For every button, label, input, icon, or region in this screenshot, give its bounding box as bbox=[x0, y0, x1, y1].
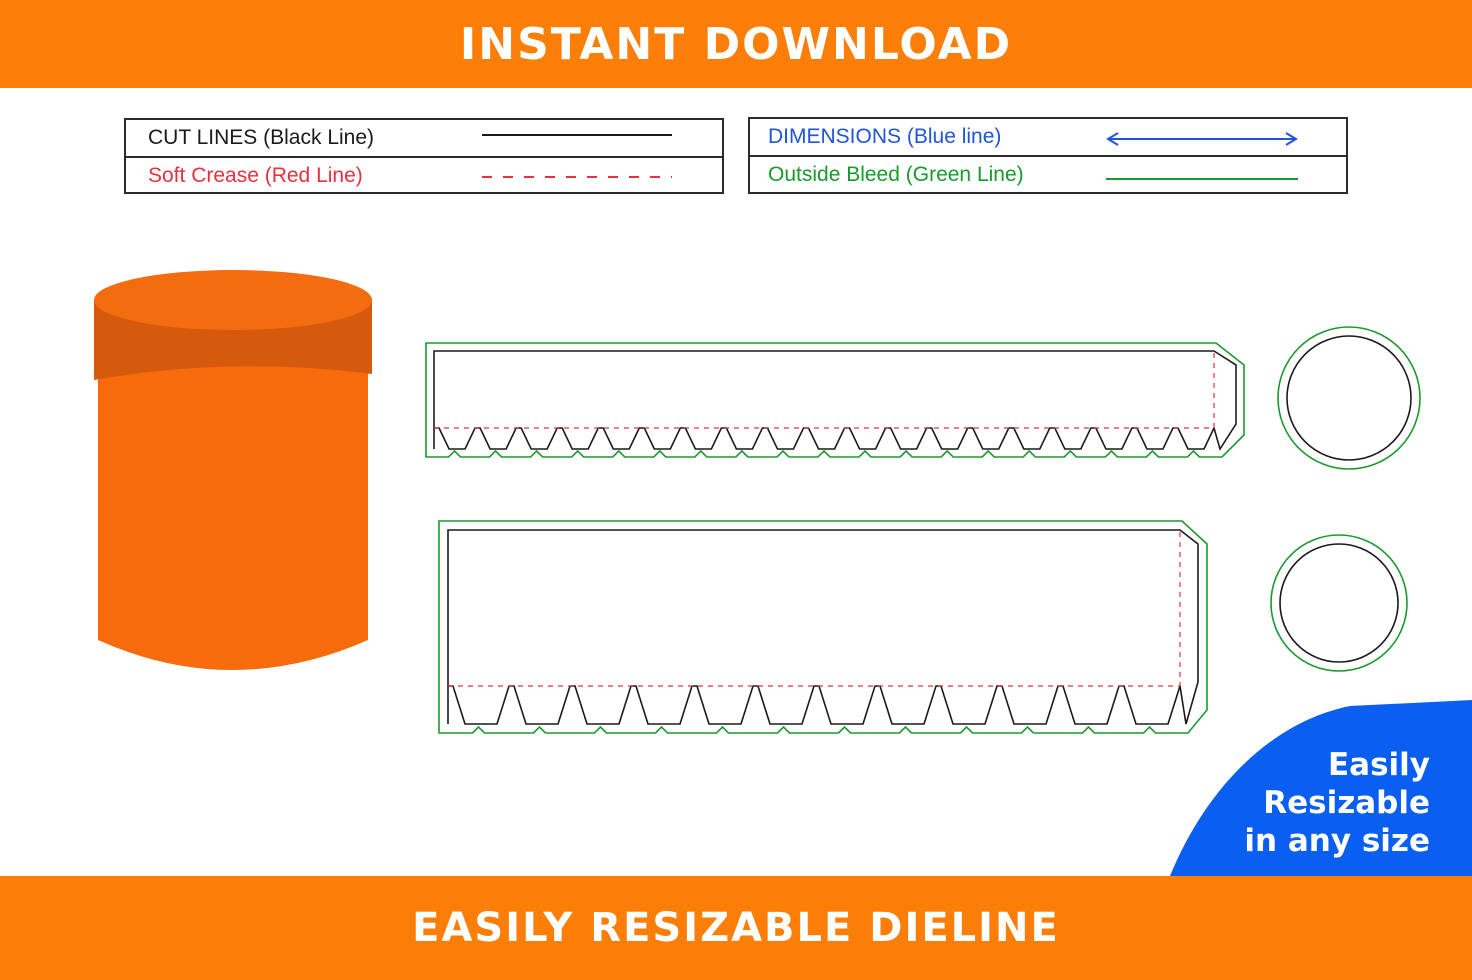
lid-top bbox=[94, 270, 372, 330]
cylinder-box-mockup bbox=[94, 270, 372, 670]
base-circle bbox=[1270, 534, 1408, 672]
lid-strip-cut-outline bbox=[433, 350, 1237, 451]
legend-outside-bleed-label: Outside Bleed (Green Line) bbox=[768, 163, 1024, 186]
legend-row-cut-lines: CUT LINES (Black Line) bbox=[126, 120, 722, 156]
cut-line-sample bbox=[482, 134, 672, 136]
badge-line-2: Resizable bbox=[1263, 785, 1430, 821]
dimension-arrow-sample bbox=[1106, 132, 1298, 146]
top-banner: INSTANT DOWNLOAD bbox=[0, 0, 1472, 88]
top-banner-title: INSTANT DOWNLOAD bbox=[459, 18, 1013, 70]
body-strip-bleed-outline bbox=[438, 520, 1208, 734]
legend-left: CUT LINES (Black Line) Soft Crease (Red … bbox=[124, 118, 724, 194]
lid-strip-dieline bbox=[425, 342, 1245, 458]
legend-dimensions-label: DIMENSIONS (Blue line) bbox=[768, 125, 1002, 148]
legend-row-dimensions: DIMENSIONS (Blue line) bbox=[750, 119, 1346, 155]
bleed-line-sample bbox=[1106, 178, 1298, 180]
legend-soft-crease-label: Soft Crease (Red Line) bbox=[148, 164, 363, 187]
legend-cut-lines-label: CUT LINES (Black Line) bbox=[148, 126, 375, 149]
body-strip-dieline bbox=[438, 520, 1208, 734]
bottom-banner-title: EASILY RESIZABLE DIELINE bbox=[412, 905, 1060, 951]
cylinder-body bbox=[98, 360, 368, 670]
badge-line-1: Easily bbox=[1327, 747, 1430, 783]
lid-strip-crease-lines bbox=[434, 353, 1215, 429]
legend-row-outside-bleed: Outside Bleed (Green Line) bbox=[750, 155, 1346, 193]
legend-row-soft-crease: Soft Crease (Red Line) bbox=[126, 156, 722, 194]
resizable-badge: Easily Resizable in any size bbox=[1244, 746, 1430, 860]
body-strip-cut-outline bbox=[447, 529, 1199, 725]
legend-right: DIMENSIONS (Blue line) Outside Bleed (Gr… bbox=[748, 117, 1348, 194]
lid-strip-bleed-outline bbox=[425, 342, 1245, 458]
lid-top-circle bbox=[1277, 326, 1421, 470]
badge-line-3: in any size bbox=[1244, 823, 1430, 859]
bottom-banner: EASILY RESIZABLE DIELINE bbox=[0, 876, 1472, 980]
resizable-badge-shape bbox=[1170, 700, 1472, 876]
body-strip-crease-lines bbox=[448, 532, 1181, 687]
